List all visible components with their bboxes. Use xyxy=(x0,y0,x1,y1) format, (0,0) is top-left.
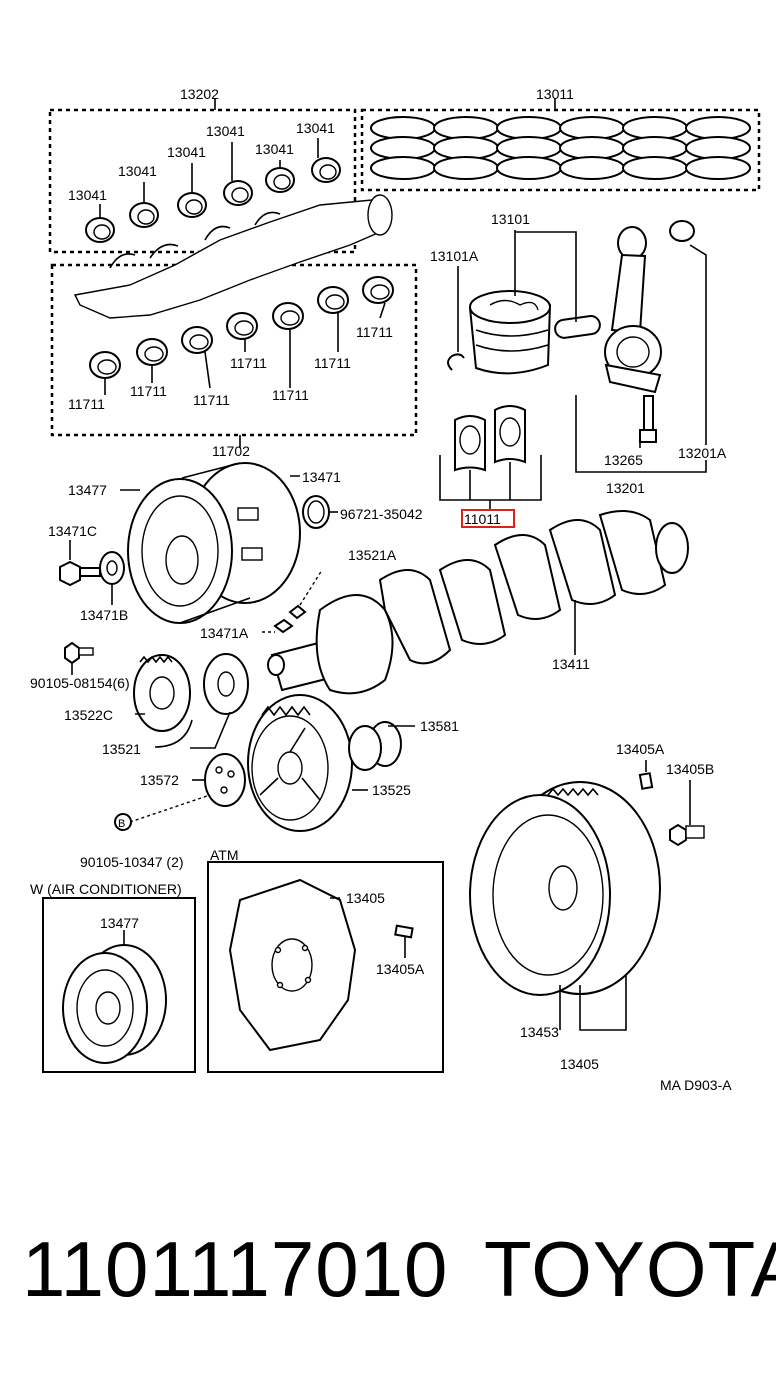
label-atm: ATM xyxy=(210,847,239,863)
label-13405A: 13405A xyxy=(616,741,665,757)
label-13202: 13202 xyxy=(180,86,219,102)
highlight-11011 xyxy=(461,509,515,528)
crank-pulley xyxy=(127,462,301,624)
label-13471A: 13471A xyxy=(200,625,249,641)
label-90105-10347: 90105-10347 (2) xyxy=(80,854,184,870)
plate-13572 xyxy=(204,753,246,807)
label-11711: 11711 xyxy=(272,387,309,403)
label-11711: 11711 xyxy=(230,355,267,371)
label-13041: 13041 xyxy=(68,187,107,203)
label-b: B xyxy=(118,818,125,830)
group-box-11702 xyxy=(50,263,418,437)
parts-diagram: 13202 13011 13041 13041 13041 13041 1304… xyxy=(30,86,761,1093)
label-13525: 13525 xyxy=(372,782,411,798)
pin-13405A-atm xyxy=(394,924,414,939)
label-11702: 11702 xyxy=(212,443,250,459)
part-number: 1101117010 xyxy=(22,1225,449,1313)
pulley-13581 xyxy=(348,721,402,771)
label-13572: 13572 xyxy=(140,772,179,788)
label-13477: 13477 xyxy=(68,482,107,498)
label-13101A: 13101A xyxy=(430,248,479,264)
label-13521: 13521 xyxy=(102,741,141,757)
pulley-13525 xyxy=(247,694,353,832)
label-13411: 13411 xyxy=(552,656,590,672)
label-air-conditioner: W (AIR CONDITIONER) xyxy=(30,881,182,897)
crankshaft xyxy=(267,510,689,695)
brand-name: TOYOTA xyxy=(484,1225,776,1313)
label-13201: 13201 xyxy=(606,480,645,496)
label-13011: 13011 xyxy=(536,86,574,102)
timing-gear xyxy=(133,654,191,732)
label-13265: 13265 xyxy=(604,452,643,468)
label-13405A: 13405A xyxy=(376,961,425,977)
air-conditioner-box xyxy=(42,897,196,1073)
group-box-13202 xyxy=(48,108,357,254)
label-13405: 13405 xyxy=(346,890,385,906)
label-13477: 13477 xyxy=(100,915,139,931)
label-13041: 13041 xyxy=(167,144,206,160)
label-13471: 13471 xyxy=(302,469,341,485)
piston xyxy=(447,290,601,375)
label-11011: 11011 xyxy=(464,511,501,527)
label-13522C: 13522C xyxy=(64,707,113,723)
key-13521A xyxy=(288,604,307,620)
connecting-rod xyxy=(604,220,695,443)
timing-sprocket xyxy=(203,653,249,715)
piston-ring-set xyxy=(370,116,751,180)
label-13453: 13453 xyxy=(520,1024,559,1040)
pulley-bolt xyxy=(59,551,125,587)
label-13101: 13101 xyxy=(491,211,530,227)
label-11711: 11711 xyxy=(356,324,393,340)
bolt-callout-b xyxy=(114,813,132,831)
pulley-13477-ac xyxy=(62,944,167,1064)
lower-bearings-11711 xyxy=(89,276,394,379)
diagram-reference: MA D903-A xyxy=(660,1077,732,1093)
label-13041: 13041 xyxy=(206,123,245,139)
label-13581: 13581 xyxy=(420,718,459,734)
label-13405: 13405 xyxy=(560,1056,599,1072)
drive-plate xyxy=(228,878,357,1052)
label-13041: 13041 xyxy=(255,141,294,157)
label-13041: 13041 xyxy=(118,163,157,179)
label-11711: 11711 xyxy=(68,396,105,412)
crankshaft-bearing-11011 xyxy=(454,405,526,472)
camshaft-silhouette xyxy=(73,194,393,319)
label-13471B: 13471B xyxy=(80,607,128,623)
group-box-13011 xyxy=(360,108,761,192)
label-13471C: 13471C xyxy=(48,523,97,539)
label-90105-08154: 90105-08154(6) xyxy=(30,675,130,691)
bolt-90105-08154 xyxy=(64,641,94,665)
label-13521A: 13521A xyxy=(348,547,397,563)
label-13201A: 13201A xyxy=(678,445,727,461)
label-11711: 11711 xyxy=(314,355,351,371)
label-11711: 11711 xyxy=(193,392,230,408)
label-96721-35042: 96721-35042 xyxy=(340,506,423,522)
bolt-13405B xyxy=(669,823,705,847)
key-13471A xyxy=(273,618,294,634)
label-13041: 13041 xyxy=(296,120,335,136)
atm-box xyxy=(207,861,444,1073)
label-13405B: 13405B xyxy=(666,761,714,777)
flywheel xyxy=(469,781,661,996)
pin-13405A xyxy=(638,772,654,790)
label-11711: 11711 xyxy=(130,383,167,399)
